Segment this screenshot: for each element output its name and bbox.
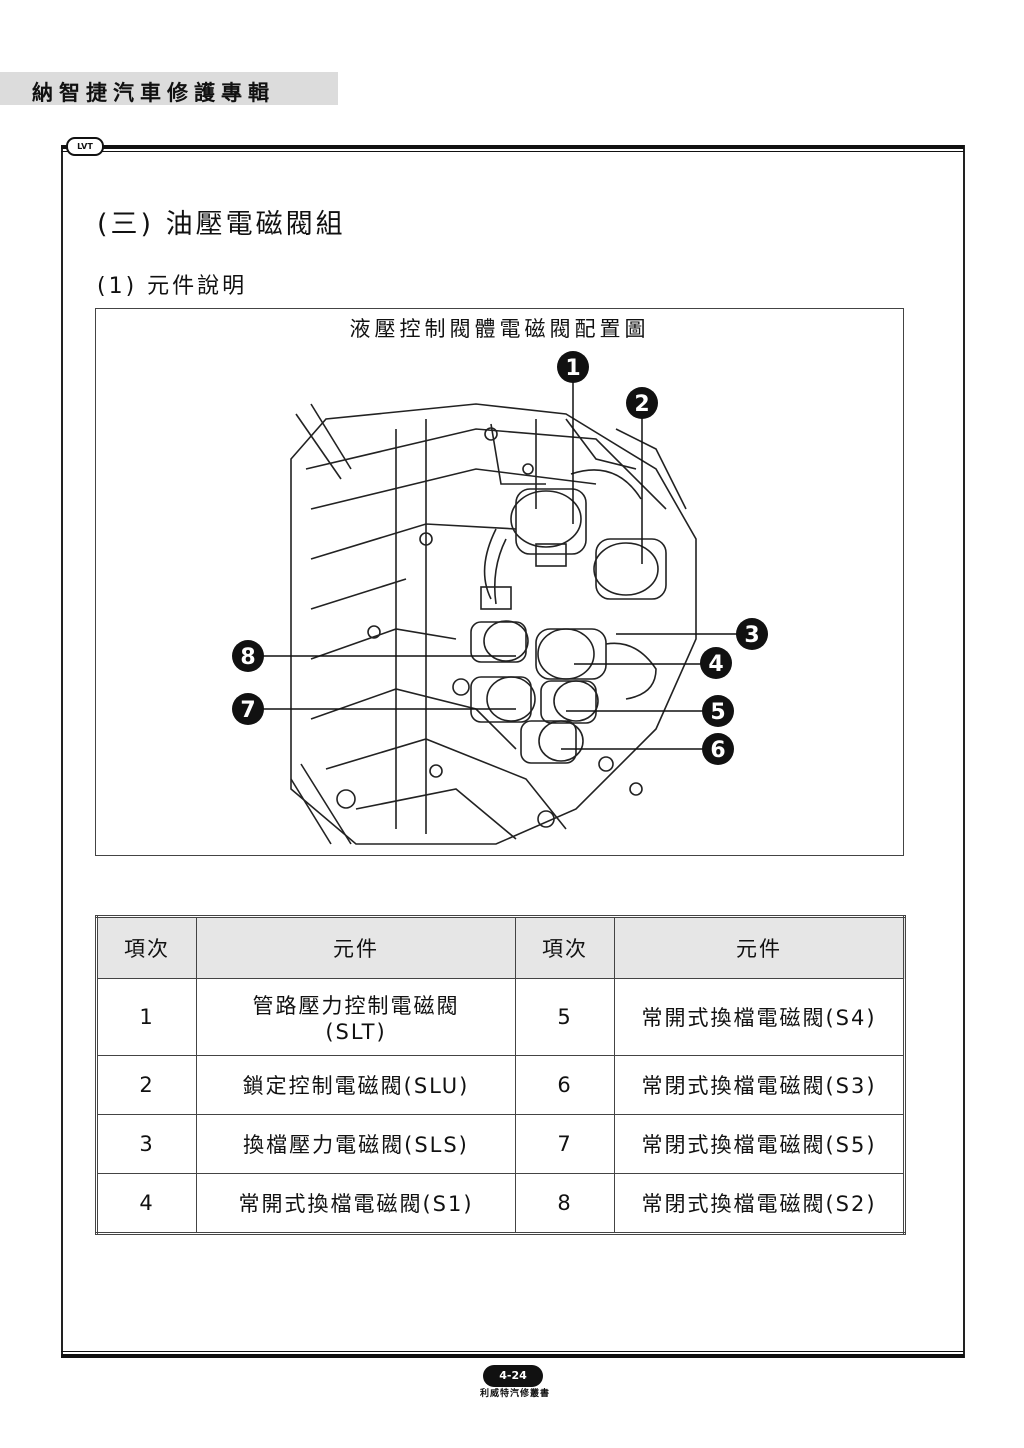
- solenoid-layout-figure: 液壓控制閥體電磁閥配置圖: [95, 308, 904, 856]
- svg-text:6: 6: [710, 738, 725, 763]
- top-rule-thin: [61, 151, 964, 152]
- lvt-logo-badge: LVT: [66, 137, 104, 156]
- svg-text:5: 5: [710, 700, 725, 725]
- item-number: 7: [515, 1114, 615, 1174]
- part-name: 常閉式換檔電磁閥(S5): [614, 1114, 905, 1174]
- svg-text:7: 7: [240, 698, 255, 723]
- table-row: 3 換檔壓力電磁閥(SLS) 7 常閉式換檔電磁閥(S5): [96, 1114, 905, 1174]
- header-band: [0, 72, 338, 105]
- book-title: 納智捷汽車修護專輯: [32, 81, 275, 105]
- svg-text:8: 8: [240, 645, 255, 670]
- item-number: 1: [96, 978, 197, 1056]
- callout-5: 5: [702, 695, 734, 727]
- col-header-item: 項次: [515, 916, 615, 979]
- part-name: 常開式換檔電磁閥(S4): [614, 978, 905, 1056]
- col-header-part: 元件: [196, 916, 516, 979]
- callout-8: 8: [232, 640, 264, 672]
- item-number: 3: [96, 1114, 197, 1174]
- top-rule: [61, 145, 964, 149]
- item-number: 2: [96, 1055, 197, 1115]
- item-number: 4: [96, 1173, 197, 1234]
- svg-text:4: 4: [708, 652, 723, 677]
- table-row: 2 鎖定控制電磁閥(SLU) 6 常閉式換檔電磁閥(S3): [96, 1055, 905, 1115]
- subsection-title: (1) 元件說明: [97, 274, 248, 299]
- callout-3: 3: [736, 618, 768, 650]
- callout-1: 1: [557, 351, 589, 383]
- callout-2: 2: [626, 387, 658, 419]
- part-name: 常閉式換檔電磁閥(S3): [614, 1055, 905, 1115]
- col-header-item: 項次: [96, 916, 197, 979]
- publisher-label: 利威特汽修叢書: [479, 1389, 550, 1399]
- bottom-rule: [61, 1354, 964, 1358]
- part-name: 鎖定控制電磁閥(SLU): [196, 1055, 516, 1115]
- callout-7: 7: [232, 693, 264, 725]
- figure-caption: 液壓控制閥體電磁閥配置圖: [349, 317, 650, 341]
- part-name: 常閉式換檔電磁閥(S2): [614, 1173, 905, 1234]
- svg-text:3: 3: [744, 623, 759, 648]
- table-row: 1 管路壓力控制電磁閥 (SLT) 5 常開式換檔電磁閥(S4): [96, 978, 905, 1056]
- bottom-rule-thin: [61, 1351, 964, 1352]
- callout-4: 4: [700, 647, 732, 679]
- table-row: 4 常開式換檔電磁閥(S1) 8 常閉式換檔電磁閥(S2): [96, 1173, 905, 1234]
- item-number: 6: [515, 1055, 615, 1115]
- callout-6: 6: [702, 733, 734, 765]
- table-header-row: 項次 元件 項次 元件: [96, 916, 905, 979]
- part-name: 換檔壓力電磁閥(SLS): [196, 1114, 516, 1174]
- page-number-badge: 4-24: [483, 1365, 543, 1387]
- part-name: 常開式換檔電磁閥(S1): [196, 1173, 516, 1234]
- page-frame: [61, 145, 965, 1358]
- part-name: 管路壓力控制電磁閥 (SLT): [196, 978, 516, 1056]
- svg-text:1: 1: [565, 356, 580, 381]
- col-header-part: 元件: [614, 916, 905, 979]
- valve-body-illustration: 1 2 3 4 5 6 7 8: [232, 351, 768, 845]
- component-table: 項次 元件 項次 元件 1 管路壓力控制電磁閥 (SLT) 5 常開式換檔電磁閥…: [95, 915, 906, 1235]
- svg-text:2: 2: [634, 392, 649, 417]
- section-title: (三) 油壓電磁閥組: [97, 209, 346, 240]
- item-number: 8: [515, 1173, 615, 1234]
- item-number: 5: [515, 978, 615, 1056]
